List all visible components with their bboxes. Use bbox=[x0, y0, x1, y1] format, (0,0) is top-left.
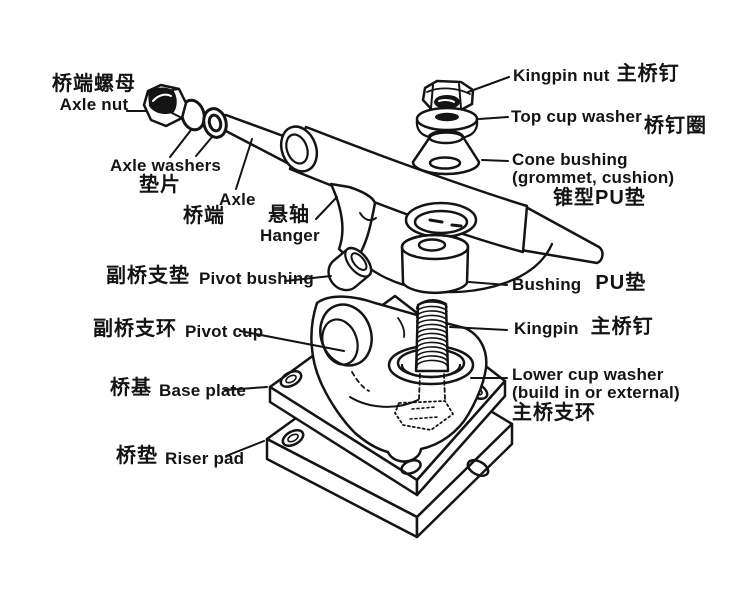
label-kingpin-nut: Kingpin nut 主桥钉 bbox=[513, 63, 680, 86]
label-axle-washers: Axle washers 垫片 bbox=[110, 156, 222, 197]
cone-bushing-sub: (grommet, cushion) bbox=[512, 168, 675, 188]
kingpin-nut-cn: 主桥钉 bbox=[616, 63, 680, 85]
cone-bushing-part bbox=[411, 129, 481, 176]
leader-cone-bushing bbox=[481, 159, 509, 162]
leader-axle bbox=[235, 138, 253, 190]
leader-pivot-cup bbox=[239, 330, 345, 352]
leader-lines bbox=[126, 76, 510, 457]
leader-base-plate bbox=[224, 386, 268, 391]
bushing-cn: PU垫 bbox=[595, 272, 647, 294]
riser-pad-cn: 桥垫 bbox=[116, 445, 158, 467]
hanger-lower-lobe bbox=[355, 242, 554, 294]
hanger-part bbox=[279, 125, 604, 294]
axle-nut-en: Axle nut bbox=[59, 94, 129, 114]
cone-bushing-en: Cone bushing bbox=[512, 150, 628, 169]
leader-kingpin-nut bbox=[467, 76, 510, 93]
kingpin-en: Kingpin bbox=[514, 319, 579, 338]
axle-nut-part bbox=[142, 83, 188, 128]
kingpin-part bbox=[394, 299, 454, 431]
label-base-plate: 桥基 Base plate bbox=[110, 377, 247, 400]
label-axle-en: Axle bbox=[219, 190, 256, 209]
label-bushing: Bushing PU垫 bbox=[512, 272, 647, 295]
lower-cup-washer-cn: 主桥支环 bbox=[512, 401, 596, 424]
base-plate-en: Base plate bbox=[159, 381, 247, 400]
label-cone-bushing: Cone bushing (grommet, cushion) 锥型PU垫 bbox=[512, 150, 675, 209]
label-hanger: 悬轴 Hanger bbox=[260, 204, 320, 245]
leader-kingpin bbox=[449, 326, 508, 331]
leader-axle-washers bbox=[169, 129, 213, 158]
axle-washers-cn: 垫片 bbox=[139, 174, 181, 197]
kingpin-nut-en: Kingpin nut bbox=[513, 66, 610, 85]
label-pivot-bushing: 副桥支垫 Pivot bushing bbox=[106, 265, 314, 288]
lower-cup-washer-en: Lower cup washer bbox=[512, 365, 664, 384]
hanger-branch bbox=[329, 182, 377, 265]
top-cup-washer-cn: 桥钉圈 bbox=[643, 115, 707, 137]
label-riser-pad: 桥垫 Riser pad bbox=[116, 445, 245, 468]
lower-cup-washer-sub: (build in or external) bbox=[512, 383, 680, 403]
leader-riser-pad bbox=[225, 440, 265, 457]
cone-bushing-cn: 锥型PU垫 bbox=[553, 186, 646, 209]
axle-boss bbox=[279, 125, 319, 173]
axle-washers-en: Axle washers bbox=[110, 156, 222, 175]
label-kingpin: Kingpin 主桥钉 bbox=[514, 316, 654, 339]
pivot-bushing-cn: 副桥支垫 bbox=[106, 265, 190, 287]
leader-top-cup-washer bbox=[478, 116, 509, 120]
bushing-part bbox=[400, 233, 470, 295]
label-axle-cn: 桥端 bbox=[183, 205, 225, 227]
pivot-cup-cn: 副桥支环 bbox=[93, 318, 177, 340]
pivot-bushing-part bbox=[327, 246, 373, 292]
leader-pivot-bushing bbox=[284, 275, 332, 282]
axle-tail bbox=[519, 204, 604, 265]
label-lower-cup-washer: Lower cup washer (build in or external) … bbox=[512, 365, 680, 424]
hanger-cn: 悬轴 bbox=[268, 204, 310, 226]
kingpin-cn: 主桥钉 bbox=[590, 316, 654, 338]
axle-washers-part bbox=[180, 98, 228, 139]
label-axle-nut: 桥端螺母 Axle nut bbox=[50, 73, 138, 114]
axle-nut-cn: 桥端螺母 bbox=[52, 73, 136, 95]
hanger-en: Hanger bbox=[260, 225, 320, 245]
leader-bushing bbox=[468, 281, 508, 286]
base-plate-cn: 桥基 bbox=[110, 377, 152, 399]
kingpin-hidden-head bbox=[394, 400, 454, 431]
pivot-cup-en: Pivot cup bbox=[185, 322, 264, 341]
hanger-barrel bbox=[288, 125, 529, 254]
leader-hanger bbox=[315, 196, 338, 220]
riser-pad-en: Riser pad bbox=[165, 449, 245, 468]
bushing-en: Bushing bbox=[512, 275, 582, 294]
pivot-bushing-en: Pivot bushing bbox=[199, 269, 314, 288]
top-cup-washer-en: Top cup washer bbox=[511, 107, 642, 126]
label-pivot-cup: 副桥支环 Pivot cup bbox=[93, 318, 264, 341]
label-top-cup-washer: Top cup washer 桥钉圈 bbox=[511, 107, 707, 138]
